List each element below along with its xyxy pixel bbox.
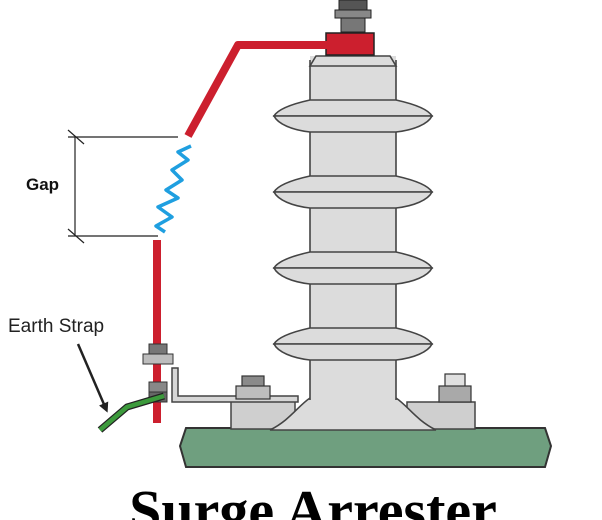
line-conductor <box>184 41 330 138</box>
spark-gap-icon <box>154 144 192 234</box>
earth-strap <box>97 392 165 433</box>
bolt-right-icon <box>438 373 472 403</box>
earth-strap-label: Earth Strap <box>8 316 104 337</box>
porcelain-insulator <box>269 55 437 431</box>
top-terminal <box>325 0 375 56</box>
mounting-bracket <box>171 367 299 430</box>
gap-label: Gap <box>26 175 59 194</box>
bolt-left-icon <box>235 375 271 400</box>
base-plate <box>178 427 553 468</box>
earth-strap-pointer-arrow-icon <box>76 343 109 413</box>
gap-dimension <box>67 129 178 244</box>
diagram-title: Surge Arrester <box>129 478 497 520</box>
